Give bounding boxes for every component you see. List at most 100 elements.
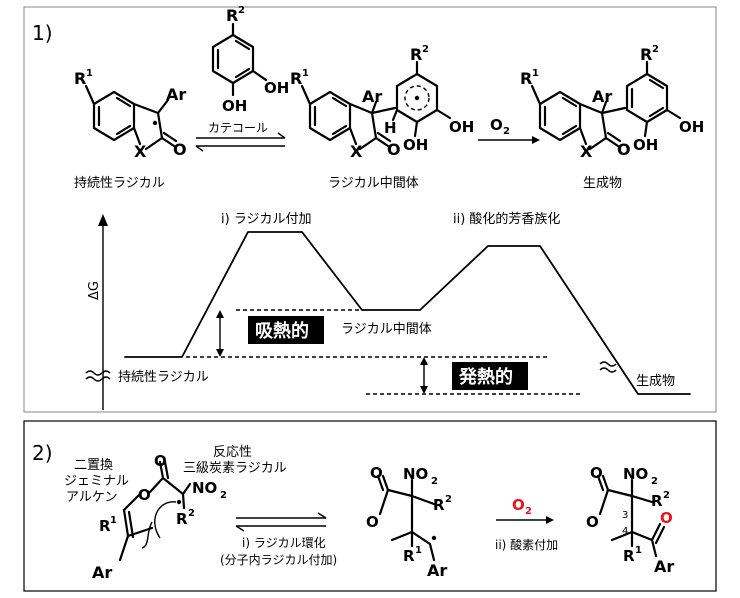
alkene-label-line1: 二置換 <box>74 458 113 473</box>
persistent-radical-structure <box>84 84 178 151</box>
step1-radical-addition-label: i) ラジカル付加 <box>221 212 312 227</box>
catechol-oh-bottom: OH <box>222 97 247 115</box>
cyclized-carbonyl-o: O <box>370 464 383 482</box>
final-product-structure <box>596 474 666 558</box>
delta-g-label: ΔG <box>87 281 102 300</box>
r1-atom: R <box>74 69 86 88</box>
intermediate-x-atom: X <box>350 142 363 161</box>
intermediate-h-atom: H <box>384 119 397 137</box>
cyclized-radical-structure <box>376 474 437 562</box>
oxidation-arrowhead-1 <box>532 136 540 144</box>
carbon-4-label: 4 <box>622 526 628 537</box>
cyclized-r1-atom: R <box>403 547 415 565</box>
panel-1-frame <box>23 6 717 413</box>
final-new-ketone-o: O <box>660 509 673 527</box>
substrate-carbonyl-o: O <box>154 452 167 470</box>
product-r2-atom: R <box>640 45 652 64</box>
final-ar-atom: Ar <box>654 557 674 576</box>
endothermic-label: 吸熱的 <box>255 320 309 342</box>
substrate-no2: NO <box>192 479 217 497</box>
radical-intermediate-structure <box>300 60 452 151</box>
cyclized-no2: NO <box>403 465 428 483</box>
equilibrium-arrows-2 <box>235 512 327 532</box>
product-r1-atom: R <box>520 69 532 88</box>
catechol-r2-superscript: 2 <box>238 5 245 16</box>
energy-profile-line <box>124 231 691 395</box>
o2-subscript-1: 2 <box>503 126 510 137</box>
intermediate-oh-bottom: OH <box>403 136 428 154</box>
alkene-label-line3: アルケン <box>66 490 117 505</box>
product-o-atom: O <box>617 140 631 159</box>
intermediate-r1-atom: R <box>290 69 302 88</box>
step1-radical-cyclization-label: i) ラジカル環化 <box>242 536 326 550</box>
intermediate-r2-superscript: 2 <box>422 44 429 55</box>
energy-diagram <box>85 214 691 410</box>
profile-break-mark <box>599 361 617 373</box>
final-no2-subscript: 2 <box>651 476 658 487</box>
exothermic-label: 発熱的 <box>458 366 513 388</box>
catechol-label: カテコール <box>208 121 268 135</box>
step2-oxygen-addition-label: ii) 酸素付加 <box>495 537 558 552</box>
product-ar-atom: Ar <box>592 87 612 106</box>
product-r1-superscript: 1 <box>532 68 539 79</box>
catechol-oh-right: OH <box>264 79 289 97</box>
cyclized-r2-atom: R <box>433 496 445 514</box>
final-r1-atom: R <box>623 547 635 565</box>
step2-oxidative-aromatization-label: ii) 酸化的芳香族化 <box>453 211 560 227</box>
radical-label-line1: 反応性 <box>213 445 252 460</box>
caption-persistent-radical: 持続性ラジカル <box>74 176 165 191</box>
panel-2-number: 2) <box>32 441 53 465</box>
alkene-label-line2: ジェミナル <box>64 474 129 489</box>
axis-break-mark <box>85 370 111 382</box>
product-oh-bottom: OH <box>633 136 658 154</box>
final-no2: NO <box>623 465 648 483</box>
energy-intermediate-label: ラジカル中間体 <box>341 322 432 337</box>
product-r2-superscript: 2 <box>652 44 659 55</box>
product-structure <box>530 60 682 151</box>
exothermic-badge <box>452 362 528 390</box>
cyclized-no2-subscript: 2 <box>431 476 438 487</box>
final-r2-superscript: 2 <box>663 490 670 501</box>
delta-g-axis-arrowhead <box>98 214 108 226</box>
cyclized-r1-superscript: 1 <box>415 545 422 556</box>
intermediate-ar-atom: Ar <box>362 87 382 106</box>
energy-start-label: 持続性ラジカル <box>118 370 209 385</box>
substrate-ar-atom: Ar <box>92 563 112 582</box>
substrate-r1-atom: R <box>99 517 111 535</box>
final-carbonyl-o: O <box>590 464 603 482</box>
cyclized-r2-superscript: 2 <box>445 494 452 505</box>
carbon-3-label: 3 <box>622 510 628 521</box>
curved-arrow <box>154 501 177 539</box>
product-oh-right: OH <box>679 118 704 136</box>
o2-subscript-2: 2 <box>525 506 532 517</box>
final-ring-o: O <box>586 513 599 531</box>
carbonyl-o-atom: O <box>173 140 187 159</box>
caption-product: 生成物 <box>583 176 622 191</box>
cyclized-ring-o: O <box>366 513 379 531</box>
ar-atom: Ar <box>166 85 186 104</box>
substrate-structure <box>118 460 192 562</box>
oxidation-arrowhead-2 <box>546 516 554 524</box>
caption-radical-intermediate: ラジカル中間体 <box>328 176 419 191</box>
catechol-r2-atom: R <box>226 6 238 25</box>
panel-2-frame <box>23 420 717 592</box>
x-atom: X <box>134 142 147 161</box>
substrate-ester-o: O <box>138 486 151 504</box>
substrate-r1-superscript: 1 <box>110 515 117 526</box>
o2-label-1: O <box>490 116 503 134</box>
energy-product-label: 生成物 <box>636 374 675 389</box>
final-r2-atom: R <box>651 492 663 510</box>
intermediate-o-atom: O <box>387 140 401 159</box>
product-x-atom: X <box>580 142 593 161</box>
intermediate-oh-right: OH <box>449 118 474 136</box>
r1-superscript: 1 <box>86 68 93 79</box>
panel-1-number: 1) <box>32 21 53 45</box>
endothermic-badge <box>248 316 324 344</box>
radical-label-line2: 三級炭素ラジカル <box>183 461 287 476</box>
intermediate-r1-superscript: 1 <box>302 68 309 79</box>
intermediate-r2-atom: R <box>410 45 422 64</box>
equilibrium-arrows-1 <box>195 132 286 152</box>
substrate-no2-subscript: 2 <box>220 490 227 501</box>
substrate-r2-atom: R <box>176 510 188 528</box>
